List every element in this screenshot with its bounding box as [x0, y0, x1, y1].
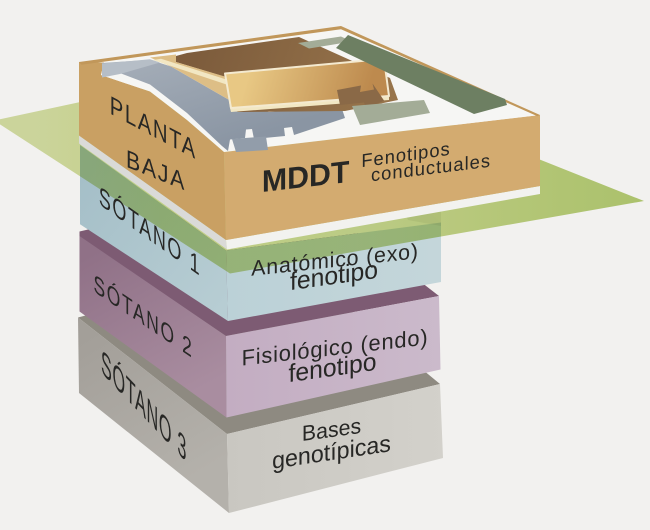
planta-baja-slab-right — [226, 186, 540, 250]
roof-corner-opening — [232, 136, 268, 152]
roof-room-sage-front — [352, 100, 430, 125]
roof-room-sage-back — [298, 36, 352, 49]
planta-baja-right-face — [224, 115, 540, 240]
planta-baja-roof-plan — [79, 26, 540, 152]
sotano-2-right-face — [226, 296, 441, 418]
roof-coping-back-left — [79, 26, 341, 65]
floor-planta-baja — [79, 26, 540, 250]
roof-door-arrow — [337, 83, 384, 109]
sotano-3-right-face — [227, 384, 443, 513]
roof-green-strip — [336, 35, 507, 114]
roof-floor-slate — [102, 59, 345, 151]
roof-floor-slate-light — [102, 59, 160, 78]
planta-baja-slab-left — [79, 135, 227, 250]
sotano-2-left-face — [79, 236, 227, 418]
planta-baja-left-face — [79, 62, 226, 240]
sotano-3-left-face — [78, 317, 229, 513]
